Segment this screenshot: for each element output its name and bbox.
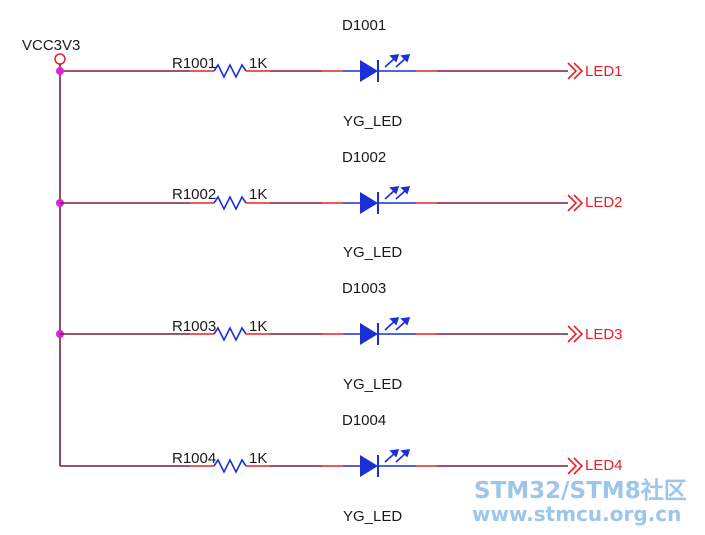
resistor-value: 1K: [249, 318, 267, 335]
net-port-icon: [567, 194, 578, 212]
led-row-4: D1004 YG_LED R1004 1K LED4: [60, 412, 623, 525]
resistor-designator: R1004: [172, 450, 216, 467]
led-row-3: D1003 YG_LED R1003 1K LED3: [56, 280, 623, 393]
net-port-icon: [573, 457, 584, 475]
resistor-icon: [213, 326, 247, 342]
resistor-value: 1K: [249, 186, 267, 203]
net-port-icon: [573, 62, 584, 80]
led-row-2: D1002 YG_LED R1002 1K LED2: [56, 149, 623, 261]
resistor-icon: [213, 458, 247, 474]
light-emission-arrows-icon: [384, 186, 411, 200]
net-label: LED1: [585, 63, 623, 80]
diode-type: YG_LED: [343, 376, 402, 393]
diode-designator: D1004: [342, 412, 386, 429]
net-port-icon: [573, 325, 584, 343]
diode-designator: D1003: [342, 280, 386, 297]
resistor-icon: [213, 63, 247, 79]
resistor-value: 1K: [249, 55, 267, 72]
light-emission-arrows-icon: [384, 317, 411, 331]
resistor-value: 1K: [249, 450, 267, 467]
watermark-url: www.stmcu.org.cn: [472, 502, 681, 526]
net-port-icon: [567, 457, 578, 475]
junction-dot: [56, 67, 64, 75]
resistor-designator: R1002: [172, 186, 216, 203]
diode-designator: D1002: [342, 149, 386, 166]
power-label: VCC3V3: [22, 37, 80, 54]
resistor-icon: [213, 195, 247, 211]
net-label: LED4: [585, 457, 623, 474]
diode-designator: D1001: [342, 17, 386, 34]
resistor-designator: R1003: [172, 318, 216, 335]
net-port-icon: [567, 325, 578, 343]
light-emission-arrows-icon: [384, 54, 411, 68]
power-port-icon: [54, 53, 66, 65]
watermark-title: STM32/STM8社区: [474, 477, 687, 504]
net-label: LED3: [585, 326, 623, 343]
net-port-icon: [567, 62, 578, 80]
net-label: LED2: [585, 194, 623, 211]
resistor-designator: R1001: [172, 55, 216, 72]
diode-type: YG_LED: [343, 244, 402, 261]
led-diode-icon: [360, 60, 378, 82]
led-diode-icon: [360, 192, 378, 214]
led-diode-icon: [360, 323, 378, 345]
diode-type: YG_LED: [343, 508, 402, 525]
net-port-icon: [573, 194, 584, 212]
led-row-1: D1001 YG_LED R1001 1K LED1: [60, 17, 623, 130]
led-diode-icon: [360, 455, 378, 477]
light-emission-arrows-icon: [384, 449, 411, 463]
diode-type: YG_LED: [343, 113, 402, 130]
